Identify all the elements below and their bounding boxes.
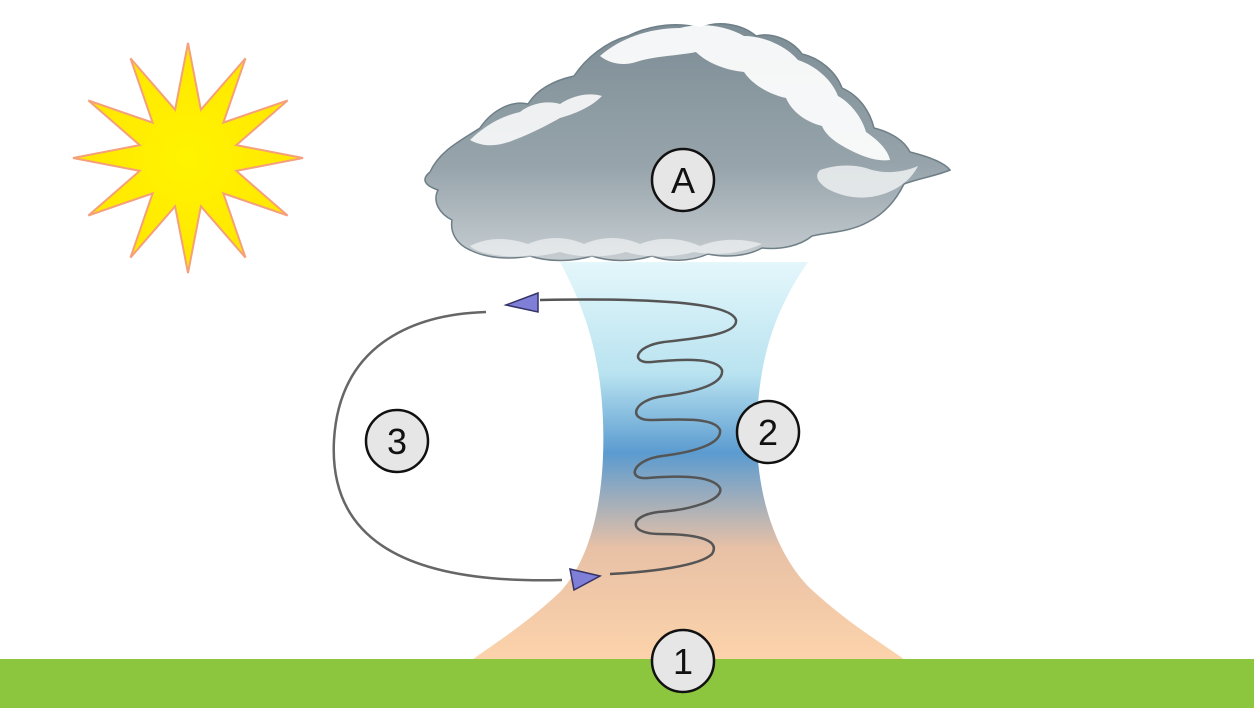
marker-loop-label: 3 bbox=[387, 421, 407, 462]
cloud-highlight bbox=[600, 25, 890, 161]
rising-spiral bbox=[539, 298, 738, 576]
ground bbox=[0, 659, 1254, 708]
cloud-icon bbox=[424, 23, 952, 262]
marker-cloud: A bbox=[650, 147, 716, 213]
marker-loop: 3 bbox=[364, 408, 430, 474]
arrowhead-bottom bbox=[569, 568, 603, 592]
arrowhead-top bbox=[503, 291, 539, 313]
sun-icon bbox=[72, 42, 304, 274]
marker-column: 2 bbox=[735, 399, 801, 465]
cloud-highlight-right bbox=[817, 165, 918, 198]
marker-column-label: 2 bbox=[758, 412, 778, 453]
marker-ground: 1 bbox=[650, 628, 716, 694]
thermal-column bbox=[472, 262, 905, 660]
circulation-loop bbox=[332, 310, 563, 582]
cloud-highlight-left bbox=[470, 94, 602, 146]
marker-cloud-label: A bbox=[671, 160, 695, 201]
marker-ground-label: 1 bbox=[673, 641, 693, 682]
cloud-base-highlight bbox=[470, 238, 762, 257]
